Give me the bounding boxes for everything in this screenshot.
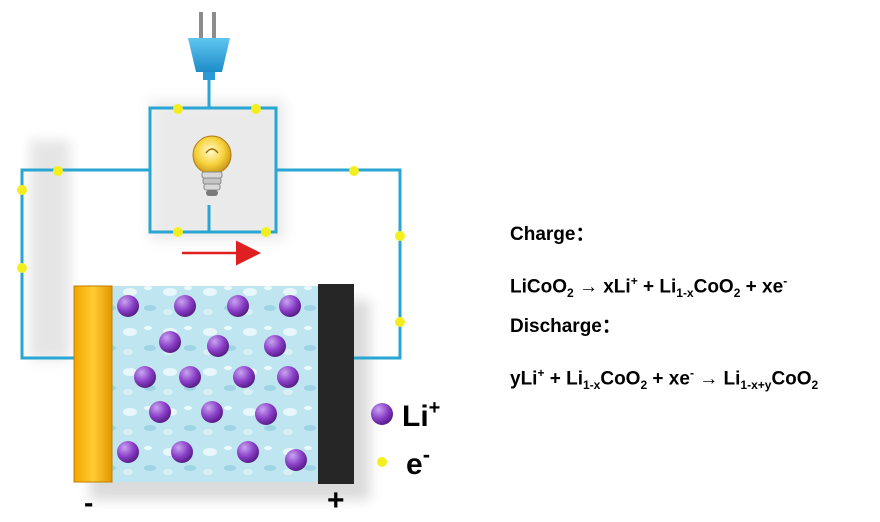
charge-equation: LiCoO2 → xLi+ + Li1-xCoO2 + xe- <box>510 274 788 301</box>
legend: Li+ e- <box>371 397 440 481</box>
legend-electron-swatch <box>377 457 387 467</box>
electron-dots <box>17 104 405 327</box>
negative-terminal-label: - <box>84 487 93 518</box>
legend-ion-swatch <box>371 403 393 425</box>
equations-panel: Charge： LiCoO2 → xLi+ + Li1-xCoO2 + xe- … <box>510 222 870 406</box>
discharge-equation: yLi+ + Li1-xCoO2 + xe- → Li1-x+yCoO2 <box>510 366 819 393</box>
light-bulb-icon <box>192 135 232 196</box>
cathode-electrode <box>318 284 354 484</box>
plug-icon <box>188 12 230 80</box>
charge-heading: Charge： <box>510 224 595 245</box>
legend-electron-label: e- <box>406 442 430 481</box>
lithium-ions <box>117 295 307 471</box>
positive-terminal-label: + <box>327 484 345 517</box>
legend-ion-label: Li+ <box>402 397 440 433</box>
discharge-heading: Discharge： <box>510 316 621 337</box>
anode-electrode <box>73 285 113 483</box>
